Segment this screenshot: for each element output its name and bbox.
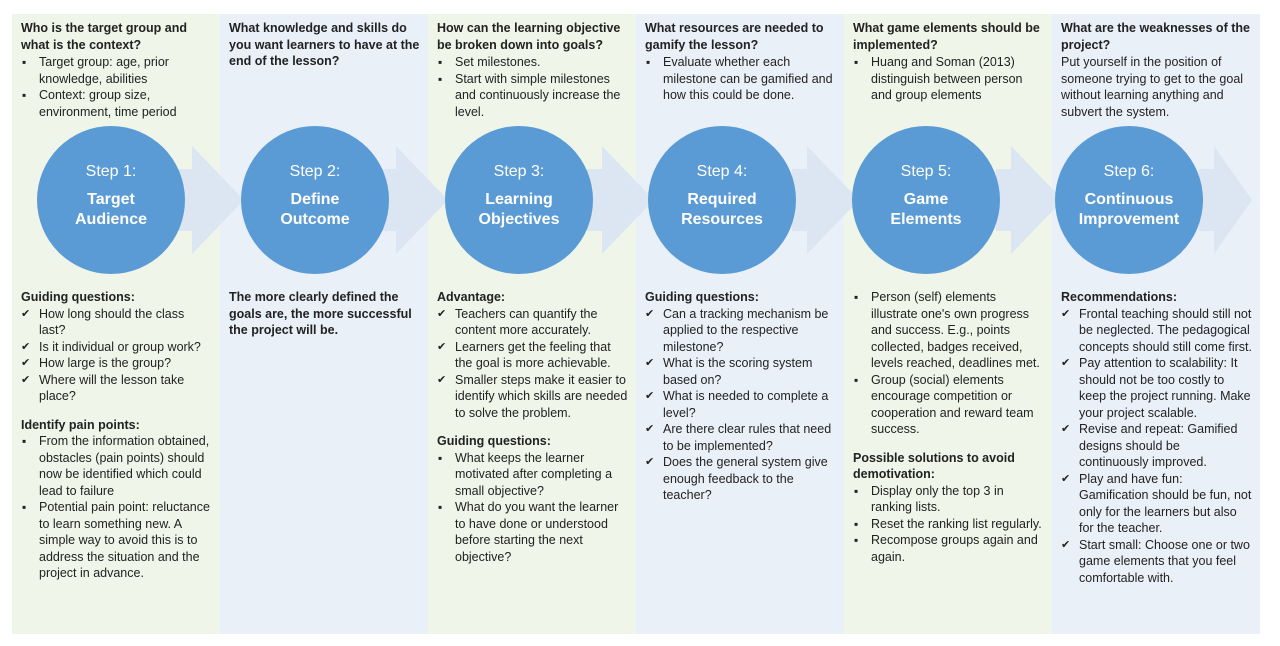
step-6-question: What are the weaknesses of the project? bbox=[1061, 21, 1250, 52]
step-5-lower: Person (self) elements illustrate one's … bbox=[853, 289, 1044, 577]
step-1-top-list: Target group: age, prior knowledge, abil… bbox=[21, 54, 212, 120]
section-heading: Guiding questions: bbox=[437, 434, 551, 448]
step-number: Step 2: bbox=[289, 163, 341, 180]
step-3-advantage-list: Teachers can quantify the content more a… bbox=[437, 306, 628, 422]
step-5-question: What game elements should be implemented… bbox=[853, 21, 1040, 52]
list-item: From the information obtained, obstacles… bbox=[21, 433, 212, 499]
section-heading: Guiding questions: bbox=[645, 290, 759, 304]
step-5-elements-list: Person (self) elements illustrate one's … bbox=[853, 289, 1044, 438]
step-6-column: What are the weaknesses of the project? … bbox=[1052, 14, 1260, 634]
list-item: Context: group size, environment, time p… bbox=[21, 87, 212, 120]
list-item: Learners get the feeling that the goal i… bbox=[437, 339, 628, 372]
list-item: Person (self) elements illustrate one's … bbox=[853, 289, 1044, 372]
step-4-label: Step 4: Required Resources bbox=[648, 162, 796, 230]
step-5-solutions-list: Display only the top 3 in ranking lists.… bbox=[853, 483, 1044, 566]
section-heading: Recommendations: bbox=[1061, 290, 1177, 304]
step-4-question: What resources are needed to gamify the … bbox=[645, 21, 824, 52]
list-item: Is it individual or group work? bbox=[21, 339, 212, 356]
step-2-statement: The more clearly defined the goals are, … bbox=[229, 290, 412, 337]
list-item: Recompose groups again and again. bbox=[853, 532, 1044, 565]
step-title-line: Elements bbox=[890, 211, 962, 228]
step-number: Step 5: bbox=[900, 163, 952, 180]
step-3-top-list: Set milestones. Start with simple milest… bbox=[437, 54, 628, 120]
step-1-label: Step 1: Target Audience bbox=[37, 162, 185, 230]
list-item: Group (social) elements encourage compet… bbox=[853, 372, 1044, 438]
step-4-guiding-list: Can a tracking mechanism be applied to t… bbox=[645, 306, 836, 504]
list-item: Huang and Soman (2013) distinguish betwe… bbox=[853, 54, 1044, 104]
step-title-line: Define bbox=[290, 191, 340, 208]
step-number: Step 3: bbox=[493, 163, 545, 180]
list-item: What do you want the learner to have don… bbox=[437, 499, 628, 565]
step-title-line: Game bbox=[903, 191, 949, 208]
step-2-column: What knowledge and skills do you want le… bbox=[220, 14, 428, 634]
step-4-lower: Guiding questions: Can a tracking mechan… bbox=[645, 289, 836, 516]
list-item: Start with simple milestones and continu… bbox=[437, 71, 628, 121]
step-1-question: Who is the target group and what is the … bbox=[21, 21, 187, 52]
list-item: What is the scoring system based on? bbox=[645, 355, 836, 388]
step-4-top-list: Evaluate whether each milestone can be g… bbox=[645, 54, 836, 104]
list-item: Reset the ranking list regularly. bbox=[853, 516, 1044, 533]
list-item: Display only the top 3 in ranking lists. bbox=[853, 483, 1044, 516]
step-3-guiding-list: What keeps the learner motivated after c… bbox=[437, 450, 628, 566]
step-6-label: Step 6: Continuous Improvement bbox=[1055, 162, 1203, 230]
step-6-recommendations-list: Frontal teaching should still not be neg… bbox=[1061, 306, 1252, 587]
step-1-lower: Guiding questions: How long should the c… bbox=[21, 289, 212, 594]
list-item: Set milestones. bbox=[437, 54, 628, 71]
list-item: How long should the class last? bbox=[21, 306, 212, 339]
list-item: Start small: Choose one or two game elem… bbox=[1061, 537, 1252, 587]
step-title-line: Objectives bbox=[478, 211, 560, 228]
step-title-line: Required bbox=[687, 191, 757, 208]
list-item: Smaller steps make it easier to identify… bbox=[437, 372, 628, 422]
step-4-column: What resources are needed to gamify the … bbox=[636, 14, 844, 634]
step-2-lower: The more clearly defined the goals are, … bbox=[229, 289, 420, 339]
step-5-label: Step 5: Game Elements bbox=[852, 162, 1000, 230]
step-3-label: Step 3: Learning Objectives bbox=[445, 162, 593, 230]
step-3-column: How can the learning objective be broken… bbox=[428, 14, 636, 634]
step-6-lead: Put yourself in the position of someone … bbox=[1061, 55, 1244, 119]
step-number: Step 1: bbox=[85, 163, 137, 180]
list-item: Teachers can quantify the content more a… bbox=[437, 306, 628, 339]
step-number: Step 6: bbox=[1103, 163, 1155, 180]
list-item: What keeps the learner motivated after c… bbox=[437, 450, 628, 500]
list-item: Are there clear rules that need to be im… bbox=[645, 421, 836, 454]
step-title-line: Target bbox=[87, 191, 135, 208]
section-heading: Advantage: bbox=[437, 290, 506, 304]
list-item: Does the general system give enough feed… bbox=[645, 454, 836, 504]
list-item: Can a tracking mechanism be applied to t… bbox=[645, 306, 836, 356]
step-title-line: Resources bbox=[681, 211, 763, 228]
list-item: Pay attention to scalability: It should … bbox=[1061, 355, 1252, 421]
step-title-line: Improvement bbox=[1078, 211, 1180, 228]
list-item: Target group: age, prior knowledge, abil… bbox=[21, 54, 212, 87]
section-heading: Possible solutions to avoid demotivation… bbox=[853, 450, 1015, 482]
step-title-line: Outcome bbox=[280, 211, 350, 228]
list-item: Where will the lesson take place? bbox=[21, 372, 212, 405]
step-1-pain-points-list: From the information obtained, obstacles… bbox=[21, 433, 212, 582]
list-item: Play and have fun: Gamification should b… bbox=[1061, 471, 1252, 537]
step-5-column: What game elements should be implemented… bbox=[844, 14, 1052, 634]
step-3-question: How can the learning objective be broken… bbox=[437, 21, 621, 52]
step-5-top-list: Huang and Soman (2013) distinguish betwe… bbox=[853, 54, 1044, 104]
list-item: What is needed to complete a level? bbox=[645, 388, 836, 421]
step-title-line: Continuous bbox=[1084, 191, 1174, 208]
step-1-guiding-list: How long should the class last? Is it in… bbox=[21, 306, 212, 405]
step-number: Step 4: bbox=[696, 163, 748, 180]
gamification-steps-diagram: Who is the target group and what is the … bbox=[12, 14, 1260, 634]
step-2-question: What knowledge and skills do you want le… bbox=[229, 21, 420, 68]
step-3-lower: Advantage: Teachers can quantify the con… bbox=[437, 289, 628, 577]
step-title-line: Learning bbox=[485, 191, 553, 208]
step-2-label: Step 2: Define Outcome bbox=[241, 162, 389, 230]
section-heading: Identify pain points: bbox=[21, 417, 140, 432]
step-6-lower: Recommendations: Frontal teaching should… bbox=[1061, 289, 1252, 598]
list-item: Frontal teaching should still not be neg… bbox=[1061, 306, 1252, 356]
step-1-column: Who is the target group and what is the … bbox=[12, 14, 220, 634]
list-item: Potential pain point: reluctance to lear… bbox=[21, 499, 212, 582]
list-item: Revise and repeat: Gamified designs shou… bbox=[1061, 421, 1252, 471]
list-item: How large is the group? bbox=[21, 355, 212, 372]
step-title-line: Audience bbox=[74, 211, 147, 228]
section-heading: Guiding questions: bbox=[21, 290, 135, 304]
list-item: Evaluate whether each milestone can be g… bbox=[645, 54, 836, 104]
